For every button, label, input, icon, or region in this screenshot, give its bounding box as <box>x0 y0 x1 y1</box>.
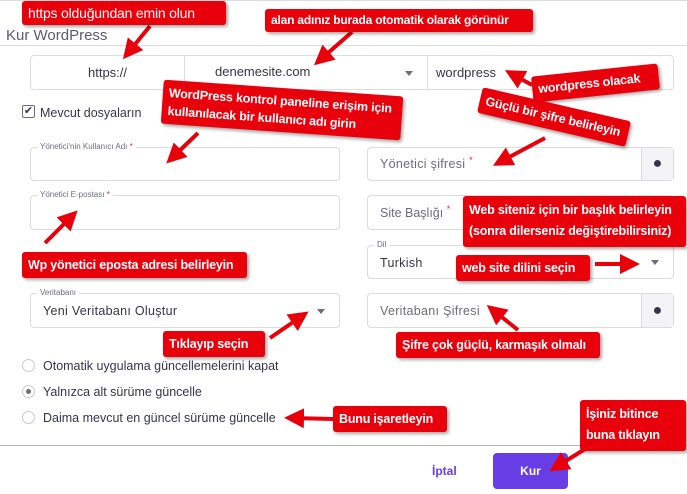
database-select[interactable]: Veritabanı Yeni Veritabanı Oluştur <box>30 288 340 328</box>
email-input[interactable]: Yönetici E-postası * <box>30 190 340 230</box>
radio-label: Yalnızca alt sürüme güncelle <box>43 385 202 399</box>
radio-label: Otomatik uygulama güncellemelerini kapat <box>43 359 279 373</box>
existing-files-label: Mevcut dosyaların <box>40 106 142 120</box>
annotation-email: Wp yönetici eposta adresi belirleyin <box>22 252 247 279</box>
database-label: Veritabanı <box>37 288 80 297</box>
arrow <box>504 70 533 89</box>
admin-password-placeholder: Yönetici şifresi * <box>380 155 473 171</box>
domain-select[interactable]: denemesite.com <box>185 56 428 89</box>
arrow <box>268 311 309 340</box>
db-password-placeholder: Veritabanı Şifresi <box>380 303 480 318</box>
annotation-db-password: Şifre çok güçlü, karmaşık olmalı <box>396 332 600 359</box>
annotation-install: İşiniz bitince buna tıklayın <box>580 400 686 451</box>
protocol-field[interactable]: https:// <box>31 56 185 89</box>
username-label: Yönetici'nin Kullanıcı Adı * <box>37 142 136 151</box>
chevron-down-icon <box>317 308 325 314</box>
email-label: Yönetici E-postası * <box>37 190 113 199</box>
header-divider <box>0 45 687 46</box>
annotation-https: https olduğundan emin olun <box>22 1 226 26</box>
site-title-placeholder: Site Başlığı * <box>380 203 451 220</box>
eye-icon[interactable]: ● <box>641 294 673 327</box>
footer-divider <box>0 445 687 446</box>
db-password-input[interactable]: Veritabanı Şifresi ● <box>367 293 674 328</box>
radio-disable-updates[interactable] <box>22 359 35 372</box>
eye-icon[interactable]: ● <box>641 148 673 180</box>
annotation-site-title: Web siteniz için bir başlık belirleyin (… <box>463 196 686 247</box>
dialog-title: Kur WordPress <box>6 27 108 44</box>
cancel-button[interactable]: İptal <box>432 464 457 478</box>
database-value: Yeni Veritabanı Oluştur <box>43 304 178 318</box>
chevron-down-icon <box>405 70 413 76</box>
annotation-domain: alan adınız burada otomatik olarak görün… <box>265 9 533 33</box>
arrow <box>492 136 546 166</box>
chevron-down-icon <box>651 260 659 265</box>
language-label: Dil <box>374 240 390 249</box>
arrow <box>166 131 200 164</box>
admin-password-input[interactable]: Yönetici şifresi * ● <box>367 147 674 181</box>
arrow <box>122 24 152 60</box>
annotation-update: Bunu işaretleyin <box>333 406 447 433</box>
arrow <box>43 210 78 245</box>
path-input[interactable]: wordpress <box>436 65 496 80</box>
domain-value: denemesite.com <box>215 64 311 79</box>
radio-minor-updates[interactable] <box>22 385 35 398</box>
arrow <box>313 30 354 66</box>
language-value: Turkish <box>380 256 423 270</box>
existing-files-checkbox[interactable]: ✔ <box>22 105 35 118</box>
radio-label: Daima mevcut en güncel sürüme güncelle <box>43 411 276 425</box>
top-divider <box>0 0 687 1</box>
radio-latest-updates[interactable] <box>22 411 35 424</box>
annotation-language: web site dilini seçin <box>456 255 590 282</box>
arrow <box>486 305 520 332</box>
annotation-database: Tıklayıp seçin <box>163 331 265 358</box>
arrow <box>284 408 334 429</box>
username-input[interactable]: Yönetici'nin Kullanıcı Adı * <box>30 142 340 181</box>
